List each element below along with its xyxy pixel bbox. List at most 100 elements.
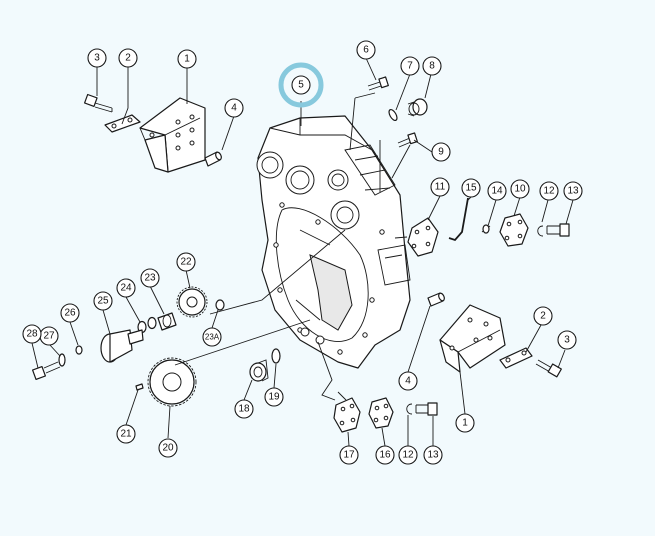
callout-22: 22 [176, 252, 196, 272]
callout-4-lower: 4 [398, 371, 418, 391]
cover-plate-part-17 [333, 397, 361, 433]
callout-23: 23 [140, 268, 160, 288]
washer-part-23a [215, 299, 225, 311]
callout-17: 17 [339, 445, 359, 465]
highlight-ring [278, 62, 324, 108]
washer-part-12-lower [406, 403, 413, 415]
screw-part-14 [481, 224, 491, 234]
callout-label: 2 [540, 311, 546, 322]
bolt-part-3-lower [535, 359, 562, 378]
gear-part-22 [176, 286, 208, 318]
callout-13-lower: 13 [423, 445, 443, 465]
callout-3-upper: 3 [87, 48, 107, 68]
callout-10: 10 [510, 179, 530, 199]
cover-plate-part-11 [407, 217, 439, 257]
callout-label: 12 [402, 450, 414, 461]
callout-label: 20 [162, 443, 174, 454]
callout-18: 18 [234, 399, 254, 419]
callout-label: 19 [268, 392, 280, 403]
callout-label: 1 [184, 54, 190, 65]
bolt-part-6 [367, 76, 389, 91]
callout-21: 21 [116, 424, 136, 444]
bolt-part-13-upper [546, 223, 570, 237]
callout-label: 2 [125, 53, 131, 64]
bolt-part-13-lower [415, 402, 438, 416]
bearing-part-23 [157, 312, 177, 331]
bolt-part-28 [31, 361, 61, 381]
plate-part-2-lower [499, 347, 533, 369]
callout-label: 4 [405, 376, 411, 387]
callout-label: 25 [97, 296, 109, 307]
bracket-part-1-lower [439, 304, 506, 373]
callout-label: 13 [567, 186, 579, 197]
callout-label: 17 [343, 450, 355, 461]
shaft-part-25 [100, 329, 144, 363]
callout-26: 26 [60, 303, 80, 323]
callout-label: 3 [94, 53, 100, 64]
callout-12-lower: 12 [398, 445, 418, 465]
oring-part-19 [271, 348, 281, 364]
bracket-part-1-upper [139, 97, 206, 173]
callout-7: 7 [400, 56, 420, 76]
snap-ring-part-24-b [147, 316, 157, 330]
callout-label: 16 [379, 450, 391, 461]
callout-label: 22 [180, 257, 192, 268]
callout-label: 5 [298, 80, 304, 91]
callout-27: 27 [39, 326, 59, 346]
callout-label: 6 [363, 45, 369, 56]
callout-label: 4 [231, 103, 237, 114]
callout-24: 24 [116, 278, 136, 298]
callout-label: 1 [462, 418, 468, 429]
callout-28: 28 [22, 324, 42, 344]
pin-part-4-upper [204, 151, 222, 167]
plug-part-8 [407, 98, 428, 117]
callout-13-upper: 13 [563, 181, 583, 201]
callout-label: 15 [465, 183, 477, 194]
callout-20: 20 [158, 438, 178, 458]
callout-1-lower: 1 [455, 413, 475, 433]
callout-label: 23A [205, 333, 220, 342]
gear-part-20 [147, 357, 197, 407]
callout-2-upper: 2 [118, 48, 138, 68]
callout-16: 16 [375, 445, 395, 465]
callout-label: 28 [26, 329, 38, 340]
callout-label: 12 [543, 186, 555, 197]
pin-part-21 [135, 383, 144, 391]
callout-12-upper: 12 [539, 181, 559, 201]
callout-6: 6 [356, 40, 376, 60]
bolt-part-3-upper [83, 93, 113, 113]
callout-label: 13 [427, 450, 439, 461]
callout-label: 7 [407, 61, 413, 72]
callout-3-lower: 3 [557, 330, 577, 350]
callout-8: 8 [422, 56, 442, 76]
callout-19: 19 [264, 387, 284, 407]
callout-5: 5 [291, 75, 311, 95]
plug-part-26 [75, 345, 83, 355]
callout-label: 24 [120, 283, 132, 294]
oring-part-7 [388, 108, 398, 122]
callout-label: 21 [120, 429, 132, 440]
washer-part-12-upper [537, 225, 544, 237]
callout-2-lower: 2 [533, 306, 553, 326]
cover-plate-part-16 [368, 397, 394, 429]
callout-label: 26 [64, 308, 76, 319]
bushing-part-18 [249, 359, 269, 382]
callout-label: 10 [514, 184, 526, 195]
callout-label: 8 [429, 61, 435, 72]
callout-label: 9 [438, 147, 444, 158]
callout-label: 14 [491, 186, 503, 197]
lever-part-15 [448, 197, 469, 242]
callout-4-upper: 4 [224, 98, 244, 118]
cover-plate-part-10 [499, 213, 529, 247]
callout-1-upper: 1 [177, 49, 197, 69]
callout-23a: 23A [202, 327, 222, 347]
callout-9: 9 [431, 142, 451, 162]
callout-11: 11 [430, 177, 450, 197]
callout-label: 27 [43, 331, 55, 342]
callout-label: 11 [435, 182, 446, 193]
callout-15: 15 [461, 178, 481, 198]
gear-housing [256, 115, 411, 369]
washer-part-27 [58, 353, 66, 367]
